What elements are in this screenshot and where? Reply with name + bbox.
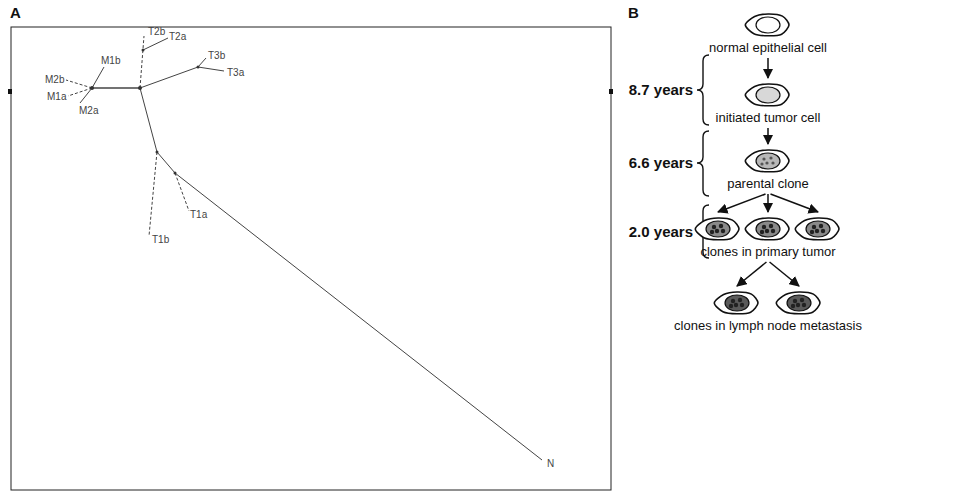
- arrow-line: [718, 194, 765, 212]
- cell-nucleus: [806, 221, 830, 237]
- curly-bracket: [697, 131, 709, 196]
- cell-nucleus: [787, 295, 811, 311]
- chromatin-spot: [769, 156, 772, 159]
- arrow-line: [737, 262, 766, 286]
- cell-stage: clones in lymph node metastasis: [674, 288, 862, 333]
- chromatin-spot: [800, 298, 804, 302]
- frame-tick: [8, 89, 12, 94]
- chromatin-spot: [715, 229, 719, 233]
- panel-letter: A: [10, 5, 21, 22]
- chromatin-spot: [810, 230, 814, 234]
- leaf-label: T3b: [208, 50, 225, 61]
- stage-label: clones in primary tumor: [700, 244, 835, 259]
- tree-joints: [90, 49, 200, 175]
- chromatin-spot: [738, 298, 742, 302]
- chromatin-spot: [734, 303, 738, 307]
- chromatin-spot: [712, 225, 716, 229]
- chromatin-spot: [729, 304, 733, 308]
- cell-nucleus: [756, 221, 780, 237]
- cell-drawing: [742, 10, 794, 40]
- cell-outline: [695, 218, 739, 240]
- chromatin-spot: [731, 299, 735, 303]
- chromatin-spot: [760, 162, 763, 165]
- arrow-line: [767, 58, 769, 78]
- cell-nucleus: [725, 295, 749, 311]
- chromatin-spot: [796, 303, 800, 307]
- arrow-line: [767, 194, 769, 212]
- cell-stage: initiated tumor cell: [716, 80, 821, 125]
- arrow-connector: [768, 58, 769, 78]
- duration-label: 2.0 years: [629, 224, 693, 241]
- chromatin-spot: [760, 230, 764, 234]
- duration-label: 8.7 years: [629, 82, 693, 99]
- cell-drawing: [742, 146, 794, 176]
- leaf-label: N: [547, 458, 554, 469]
- cell-outline: [745, 218, 789, 240]
- cell-stage: clones in primary tumor: [692, 214, 844, 259]
- cell-nucleus: [756, 87, 780, 103]
- cell-drawing: [742, 80, 794, 110]
- chromatin-spot: [762, 225, 766, 229]
- arrow-connector: [767, 128, 768, 144]
- chromatin-spot: [771, 229, 775, 233]
- chromatin-spot: [821, 229, 825, 233]
- chromatin-spot: [710, 230, 714, 234]
- chromatin-spot: [791, 304, 795, 308]
- cell-stage: normal epithelial cell: [709, 10, 827, 55]
- frame-tick: [609, 89, 613, 94]
- chromatin-spot: [771, 161, 774, 164]
- chromatin-spot: [721, 229, 725, 233]
- panel-frame: [11, 27, 611, 490]
- chromatin-spot: [793, 299, 797, 303]
- cell-outline: [776, 292, 820, 314]
- stage-label: normal epithelial cell: [709, 40, 827, 55]
- arrow-line: [767, 128, 769, 144]
- leaf-label: T1b: [152, 234, 169, 245]
- tree-branches: [66, 36, 542, 460]
- chromatin-spot: [802, 303, 806, 307]
- curly-bracket: [697, 55, 709, 125]
- cell-outline: [745, 150, 789, 172]
- cell-nucleus: [706, 221, 730, 237]
- stage-label: clones in lymph node metastasis: [674, 318, 862, 333]
- cell-outline: [745, 14, 789, 36]
- cell-nucleus: [756, 153, 780, 169]
- leaf-label: M2b: [45, 74, 64, 85]
- leaf-label: M1b: [101, 55, 120, 66]
- chromatin-spot: [815, 229, 819, 233]
- chromatin-spot: [812, 225, 816, 229]
- chromatin-spot: [765, 161, 768, 164]
- duration-label: 6.6 years: [629, 155, 693, 172]
- leaf-label: T3a: [227, 67, 244, 78]
- leaf-label: T2a: [169, 31, 186, 42]
- chromatin-spot: [740, 303, 744, 307]
- arrow-connector: [718, 194, 818, 212]
- cell-drawing: [711, 288, 825, 318]
- panel-letter: B: [628, 5, 639, 22]
- arrow-line: [770, 194, 818, 212]
- leaf-label: T1a: [190, 209, 207, 220]
- cell-drawing: [692, 214, 844, 244]
- cell-stage: parental clone: [727, 146, 809, 191]
- cell-outline: [795, 218, 839, 240]
- chromatin-spot: [719, 224, 723, 228]
- stage-label: initiated tumor cell: [716, 110, 821, 125]
- chromatin-spot: [819, 224, 823, 228]
- cell-outline: [745, 84, 789, 106]
- chromatin-spot: [769, 224, 773, 228]
- arrow-connector: [737, 262, 799, 286]
- leaf-label: M2a: [79, 105, 98, 116]
- chromatin-spot: [762, 157, 765, 160]
- arrow-line: [770, 262, 799, 286]
- leaf-label: M1a: [47, 91, 66, 102]
- leaf-label: T2b: [148, 26, 165, 37]
- chromatin-spot: [765, 229, 769, 233]
- cell-nucleus: [756, 17, 780, 33]
- stage-label: parental clone: [727, 176, 809, 191]
- cell-outline: [714, 292, 758, 314]
